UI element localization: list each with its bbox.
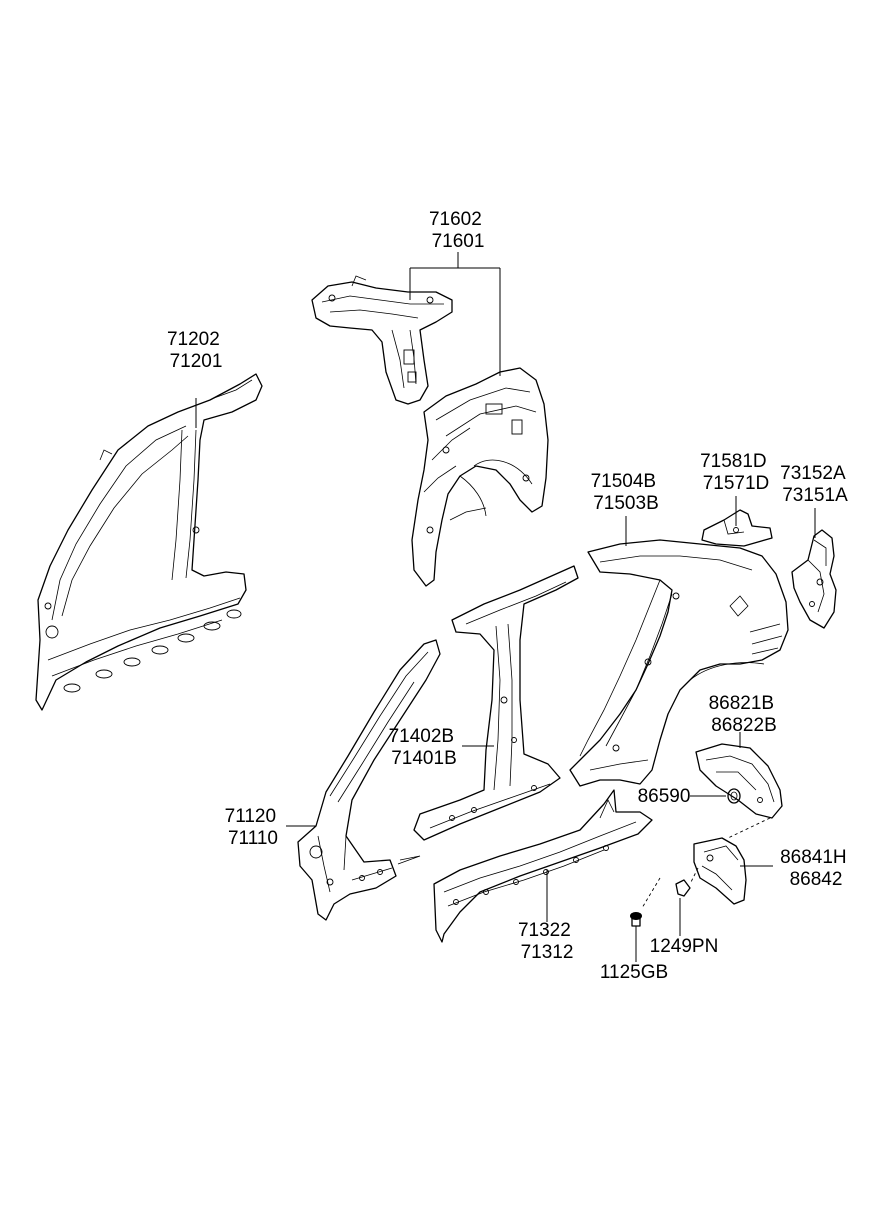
- callout-71581d-71571d: 71581D 71571D: [700, 451, 772, 494]
- quarter-outer-panel: [569, 539, 789, 787]
- fastener-1125gb-icon: [630, 912, 642, 927]
- quarter-small-bracket: [701, 509, 773, 547]
- callout-71202-71201: 71202 71201: [167, 329, 225, 372]
- side-sill-panel: [433, 789, 653, 943]
- wheel-guard: [695, 743, 783, 819]
- assembly-line-wheelguard: [727, 817, 771, 839]
- callout-71120-71110: 71120 71110: [225, 806, 282, 849]
- front-pillar-panel: [297, 639, 441, 921]
- callout-1249pn: 1249PN: [650, 936, 719, 957]
- body-side-front-panel: [35, 373, 263, 711]
- callout-86821b-86822b: 86821B 86822B: [709, 693, 780, 736]
- assembly-line-fastener-a: [689, 867, 699, 885]
- center-pillar-panel: [413, 565, 579, 841]
- rear-end-bracket: [791, 529, 837, 629]
- mud-guard: [693, 837, 747, 905]
- callout-1125gb: 1125GB: [600, 962, 668, 983]
- callout-73152a-73151a: 73152A 73151A: [780, 463, 850, 506]
- quarter-inner-wheelhouse: [411, 367, 549, 587]
- leader-lines: [195, 252, 816, 962]
- assembly-line-fastener-b: [641, 877, 661, 909]
- callout-71602-71601: 71602 71601: [429, 209, 487, 252]
- callout-71402b-71401b: 71402B 71401B: [389, 726, 460, 769]
- clip-86590-icon: [727, 788, 741, 804]
- callout-86590: 86590: [638, 786, 691, 807]
- fastener-1249pn-icon: [675, 879, 691, 897]
- callout-71322-71312: 71322 71312: [518, 920, 576, 963]
- callout-86841h-86842: 86841H 86842: [780, 847, 852, 890]
- callout-71504b-71503b: 71504B 71503B: [591, 471, 662, 514]
- quarter-inner-upper-bracket: [311, 275, 453, 405]
